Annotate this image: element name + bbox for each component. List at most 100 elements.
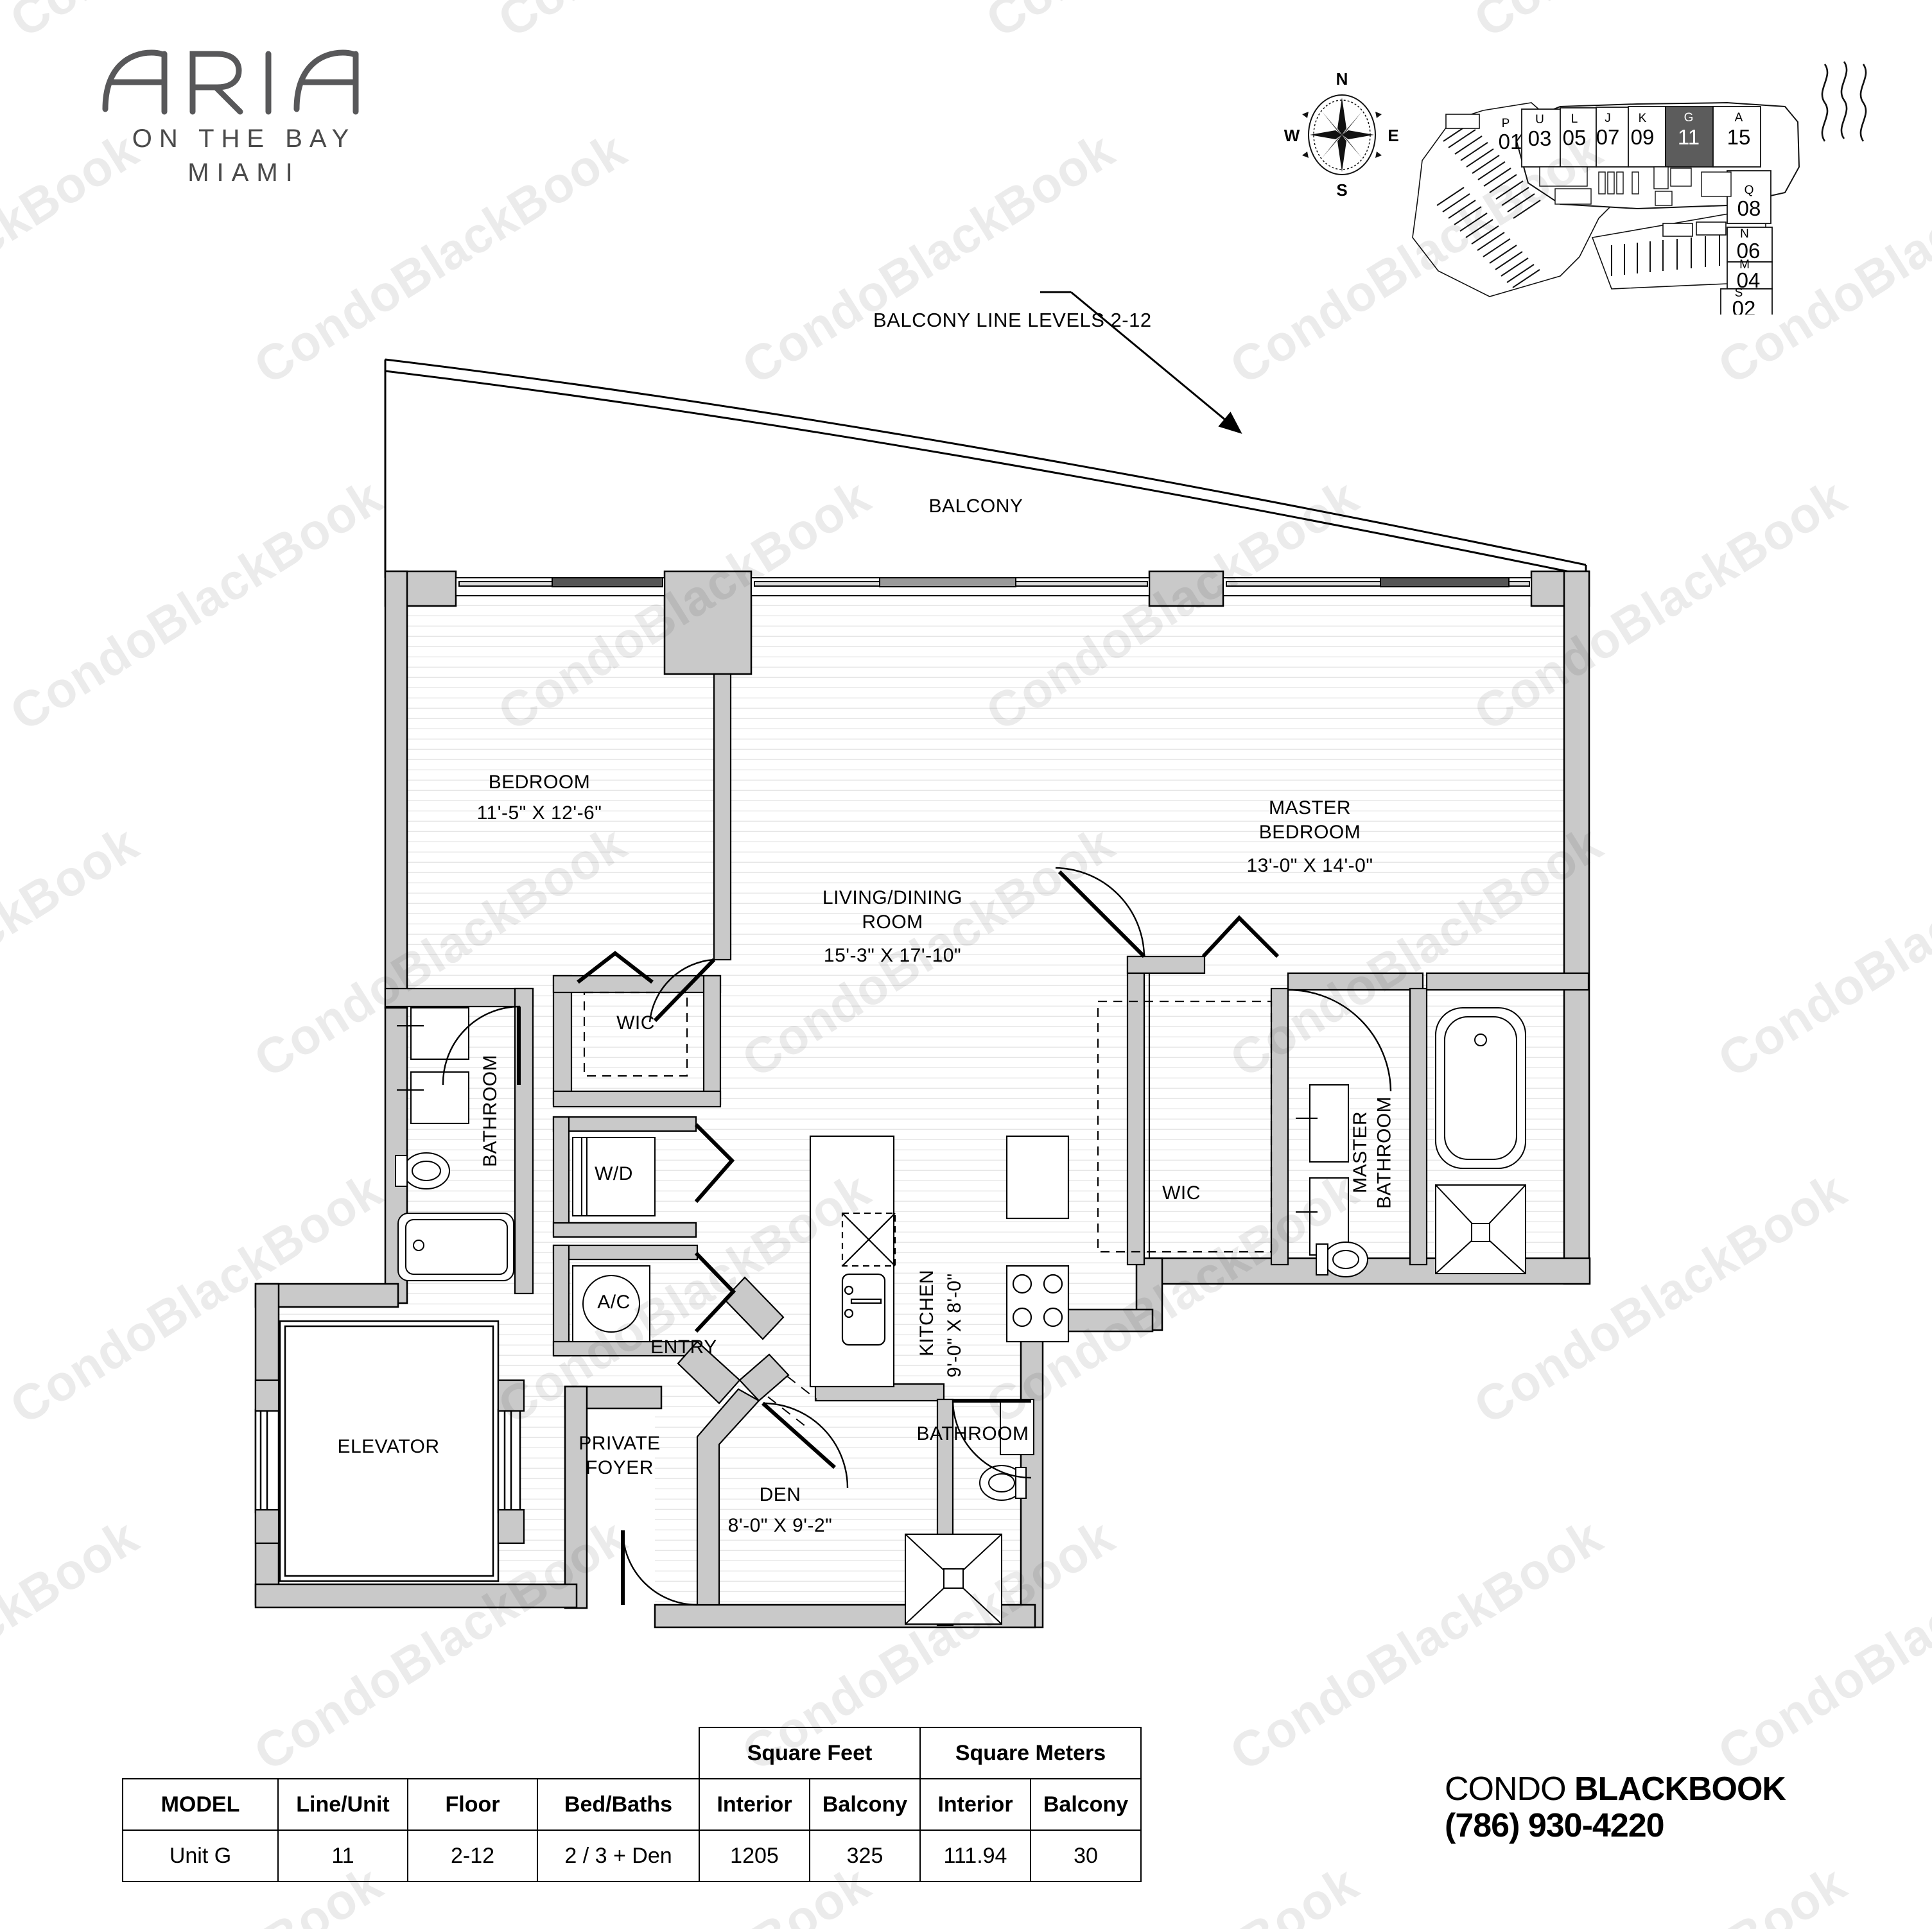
unit-number-03: 03 [1528, 126, 1552, 150]
unit-letter-A: A [1735, 111, 1743, 125]
label-wic-bedroom: WIC [616, 1012, 655, 1034]
water-lines-icon [1821, 61, 1867, 142]
unit-number-08: 08 [1737, 196, 1761, 220]
compass-west-label: W [1284, 126, 1300, 145]
label-washer-dryer: W/D [595, 1163, 633, 1184]
label-elevator: ELEVATOR [337, 1436, 440, 1457]
master-shower-fixture [1435, 1184, 1526, 1274]
door-swings [442, 867, 1392, 1606]
footer-brand-light: CONDO [1445, 1770, 1574, 1808]
balcony-annotation-leader [1070, 291, 1242, 434]
col-line-unit: Line/Unit [277, 1778, 408, 1831]
den-bath-vanity-fixture [1000, 1399, 1034, 1455]
unit-letter-Q: Q [1745, 184, 1754, 197]
unit-number-07: 07 [1596, 125, 1620, 149]
unit-letter-P: P [1502, 117, 1510, 130]
group-header-square-feet: Square Feet [699, 1727, 921, 1779]
balcony-outline [384, 358, 1587, 578]
compass-rose-icon [1302, 94, 1382, 175]
col-model: MODEL [122, 1778, 279, 1831]
group-header-square-meters: Square Meters [919, 1727, 1142, 1779]
unit-letter-U: U [1535, 113, 1544, 126]
label-ac: A/C [597, 1292, 631, 1313]
label-bedroom: BEDROOM [488, 772, 591, 793]
table-header-row: MODEL Line/Unit Floor Bed/Baths Interior… [122, 1778, 1142, 1831]
col-sf-interior: Interior [699, 1778, 810, 1831]
wic-shelving-guide [583, 991, 1273, 1253]
col-bed-baths: Bed/Baths [537, 1778, 700, 1831]
label-entry: ENTRY [650, 1336, 717, 1358]
compass-north-label: N [1336, 69, 1348, 89]
cell-bed-baths: 2 / 3 + Den [537, 1830, 700, 1882]
unit-letter-G: G [1684, 111, 1694, 125]
bathroom-vanity-fixture [397, 1007, 469, 1124]
col-sf-balcony: Balcony [809, 1778, 921, 1831]
exterior-walls [254, 570, 1591, 1629]
kitchen-island-fixture [809, 1135, 896, 1388]
footer-phone[interactable]: (786) 930-4220 [1445, 1807, 1665, 1845]
washer-dryer-fixture [572, 1137, 656, 1216]
label-bedroom-dims: 11'-5" X 12'-6" [476, 802, 602, 824]
balcony-line-annotation: BALCONY LINE LEVELS 2-12 [873, 309, 1152, 331]
label-kitchen: KITCHEN [916, 1269, 937, 1356]
unit-letter-J: J [1605, 112, 1611, 125]
table-row: Unit G 11 2-12 2 / 3 + Den 1205 325 111.… [122, 1830, 1142, 1882]
elevator-jambs [254, 1379, 525, 1544]
label-kitchen-dims: 9'-0" X 8'-0" [944, 1273, 965, 1378]
label-living-dining: LIVING/DINING ROOM [822, 887, 963, 933]
den-bath-toilet-fixture [979, 1465, 1027, 1501]
refrigerator-fixture [1005, 1135, 1070, 1220]
label-master-bedroom-dims: 13'-0" X 14'-0" [1246, 855, 1373, 876]
master-toilet-fixture [1316, 1241, 1368, 1277]
label-balcony: BALCONY [928, 496, 1023, 517]
cell-sm-balcony: 30 [1030, 1830, 1142, 1882]
unit-number-09: 09 [1631, 125, 1655, 149]
unit-number-06: 06 [1737, 239, 1761, 263]
cell-sm-interior: 111.94 [919, 1830, 1031, 1882]
entry-reference-lines [767, 1376, 817, 1430]
label-master-bathroom: MASTER BATHROOM [1350, 1096, 1395, 1209]
elevator-shaft [254, 1320, 521, 1582]
floor-plan-drawing [254, 291, 1591, 1629]
unit-number-11: 11 [1678, 125, 1700, 149]
compass-south-label: S [1336, 180, 1347, 200]
master-bathtub-fixture [1435, 1007, 1526, 1169]
footer-brand-bold: BLACKBOOK [1574, 1770, 1786, 1808]
unit-number-15: 15 [1727, 125, 1751, 149]
label-wic-master: WIC [1162, 1182, 1201, 1204]
den-bath-shower-fixture [905, 1534, 1002, 1625]
sliding-glass-doors [455, 577, 1532, 596]
ac-unit-fixture [572, 1265, 650, 1342]
label-master-bedroom: MASTER BEDROOM [1258, 797, 1361, 843]
cell-floor: 2-12 [407, 1830, 538, 1882]
unit-cells [1521, 106, 1773, 319]
label-private-foyer: PRIVATE FOYER [579, 1433, 661, 1478]
cell-model: Unit G [122, 1830, 279, 1882]
logo-subtitle-miami: MIAMI [187, 159, 300, 187]
condoblackbook-branding: CONDO BLACKBOOK (786) 930-4220 [1445, 1770, 1786, 1845]
unit-number-05: 05 [1563, 126, 1587, 150]
watermark-text: CondoBlackBook [1464, 1854, 1856, 1929]
unit-letter-M: M [1739, 258, 1750, 272]
compass-east-label: E [1388, 126, 1398, 145]
col-sm-interior: Interior [919, 1778, 1031, 1831]
unit-letter-K: K [1639, 112, 1647, 125]
aria-wordmark-icon [102, 49, 359, 115]
interior-partitions [384, 673, 1590, 1627]
label-den: DEN [759, 1484, 801, 1505]
table-group-header-row: Square Feet Square Meters [123, 1727, 1142, 1779]
toilet-fixture [395, 1152, 450, 1189]
unit-letter-N: N [1740, 227, 1749, 241]
cell-sf-interior: 1205 [699, 1830, 810, 1882]
unit-number-02: 02 [1732, 297, 1756, 315]
range-cooktop-fixture [1005, 1265, 1070, 1343]
unit-letter-S: S [1735, 286, 1743, 300]
col-sm-balcony: Balcony [1030, 1778, 1142, 1831]
cell-line-unit: 11 [277, 1830, 408, 1882]
cell-sf-balcony: 325 [809, 1830, 921, 1882]
unit-letter-L: L [1571, 112, 1578, 126]
unit-spec-table: Square Feet Square Meters MODEL Line/Uni… [122, 1727, 1142, 1882]
label-bathroom: BATHROOM [480, 1054, 501, 1167]
site-key-map: N S W E [1278, 45, 1920, 320]
label-living-dining-dims: 15'-3" X 17'-10" [823, 945, 962, 966]
